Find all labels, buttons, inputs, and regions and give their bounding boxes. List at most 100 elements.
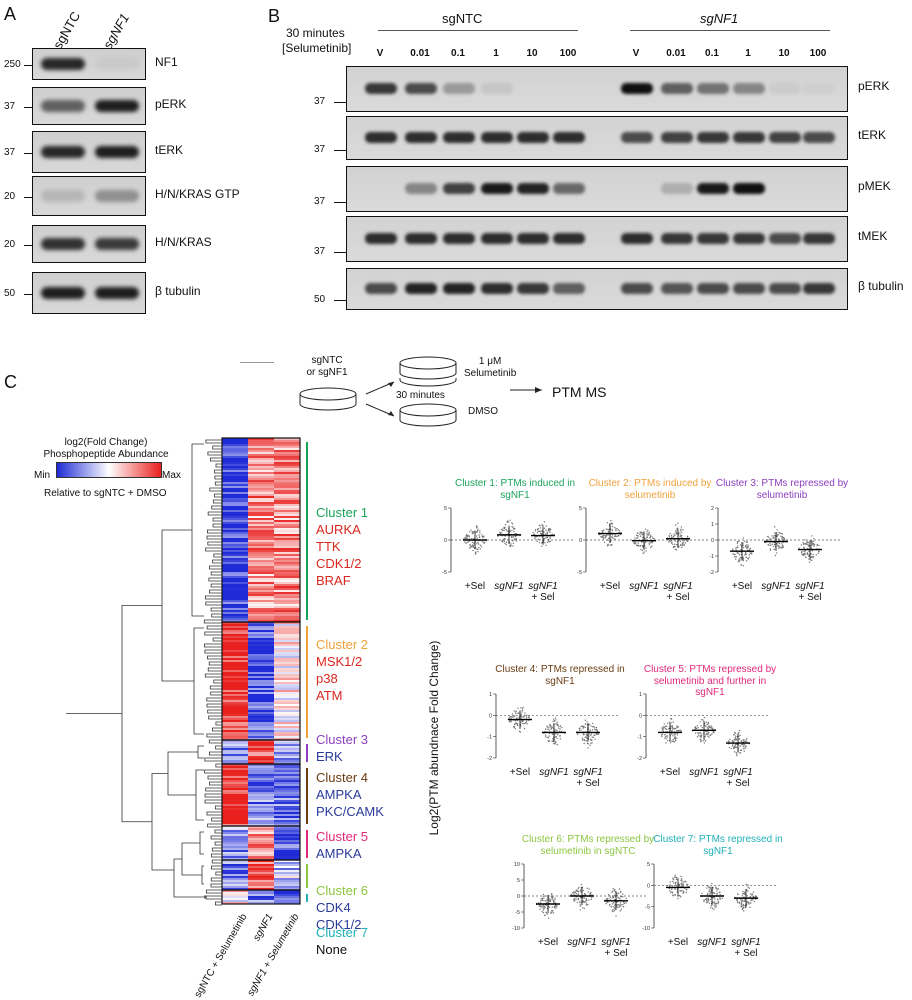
- mini-point: [539, 908, 541, 911]
- heatmap-cell: [222, 706, 249, 709]
- mini-plot-title: Cluster 7: PTMs repressed in sgNF1: [653, 834, 783, 857]
- panel-c-letter: C: [4, 372, 17, 392]
- heatmap-cell: [274, 720, 301, 723]
- dendrogram-branch: [208, 661, 222, 666]
- heatmap-cell: [222, 734, 249, 737]
- mini-point: [614, 904, 616, 907]
- mini-point: [680, 875, 682, 878]
- mini-point: [588, 723, 591, 726]
- mini-point: [497, 535, 499, 537]
- mini-point: [603, 541, 606, 544]
- heatmap-cell: [274, 616, 301, 619]
- mini-point: [549, 540, 551, 543]
- heatmap-cell: [274, 734, 301, 737]
- mini-point: [661, 729, 663, 731]
- mini-point: [540, 530, 542, 532]
- heatmap-cell: [248, 706, 275, 709]
- heatmap-cell: [274, 652, 301, 655]
- panel-a-mw: 20: [4, 191, 16, 202]
- mini-point: [476, 537, 478, 539]
- heatmap-cell: [248, 676, 275, 679]
- mini-point: [613, 889, 615, 892]
- mini-plot-title: Cluster 4: PTMs repressed in sgNF1: [495, 664, 625, 687]
- dendrogram-branch: [213, 553, 222, 558]
- heatmap-cell: [248, 696, 275, 699]
- mini-point: [684, 880, 686, 882]
- heatmap-cell: [222, 780, 249, 783]
- blot-band: [697, 233, 729, 244]
- mini-point: [516, 717, 518, 719]
- mini-point: [672, 545, 675, 548]
- dose-label-sgntc: 100: [559, 48, 577, 59]
- mini-point: [613, 909, 616, 912]
- mini-point: [773, 543, 776, 546]
- panel-a-mw: 37: [4, 101, 16, 112]
- mini-x-label-line: + Sel: [798, 591, 822, 603]
- mini-point: [546, 913, 548, 915]
- heatmap-cell: [274, 504, 301, 507]
- mini-point: [703, 716, 706, 719]
- mini-point: [523, 714, 525, 716]
- heatmap-cell: [222, 580, 249, 583]
- mini-point: [547, 540, 550, 542]
- heatmap-cell: [248, 536, 275, 539]
- mini-point: [712, 727, 714, 730]
- mini-point: [804, 539, 806, 541]
- mini-point: [575, 891, 577, 893]
- mini-point: [584, 736, 586, 739]
- heatmap-cell: [274, 488, 301, 491]
- mini-point: [665, 742, 667, 744]
- dendrogram-branch: [207, 451, 222, 456]
- mini-point: [543, 907, 545, 910]
- mini-point: [666, 736, 668, 738]
- mini-point: [520, 707, 522, 709]
- mini-point: [669, 742, 672, 744]
- mini-point: [675, 878, 678, 881]
- mini-point: [675, 877, 678, 879]
- mini-point: [729, 738, 731, 741]
- mini-point: [699, 732, 701, 734]
- mini-point: [616, 527, 618, 530]
- heatmap-cell: [222, 528, 249, 531]
- heatmap-cell: [222, 800, 249, 803]
- mini-point: [672, 728, 674, 730]
- heatmap-cell: [248, 832, 275, 835]
- mini-point: [811, 555, 813, 558]
- mini-point: [736, 743, 738, 746]
- mini-x-label: sgNF1+ Sel: [716, 767, 760, 789]
- mini-point: [610, 539, 612, 542]
- mini-point: [640, 544, 642, 547]
- mini-y-tick-label: -2: [487, 756, 492, 762]
- panel-b-time: 30 minutes: [286, 26, 345, 40]
- heatmap-cell: [248, 644, 275, 647]
- heatmap-cell: [274, 840, 301, 843]
- mini-point: [664, 727, 667, 730]
- mini-point: [649, 546, 652, 549]
- mini-point: [615, 529, 617, 532]
- blot-band: [769, 132, 801, 143]
- mw-tick: [24, 197, 32, 198]
- mini-point: [585, 898, 587, 900]
- mini-point: [550, 896, 553, 898]
- dish-start: [299, 387, 357, 411]
- heatmap-cell: [222, 496, 249, 499]
- heatmap-cell: [248, 548, 275, 551]
- mini-point: [671, 740, 674, 742]
- mini-point: [509, 541, 511, 544]
- mini-point: [465, 534, 468, 536]
- panel-a-blot-3: [32, 176, 146, 216]
- heatmap-cell: [274, 750, 301, 753]
- heatmap-cell: [248, 836, 275, 839]
- heatmap-cell: [248, 592, 275, 595]
- heatmap-cell: [222, 616, 249, 619]
- heatmap-cell: [274, 592, 301, 595]
- heatmap-cell: [248, 544, 275, 547]
- heatmap-cell: [248, 850, 275, 853]
- legend-max: Max: [162, 470, 181, 481]
- panel-a-mw: 50: [4, 288, 16, 299]
- mini-point: [670, 722, 672, 724]
- heatmap-cell: [274, 862, 301, 865]
- heatmap-cell: [248, 862, 275, 865]
- dendrogram-branch: [191, 443, 204, 617]
- heatmap-cell: [248, 672, 275, 675]
